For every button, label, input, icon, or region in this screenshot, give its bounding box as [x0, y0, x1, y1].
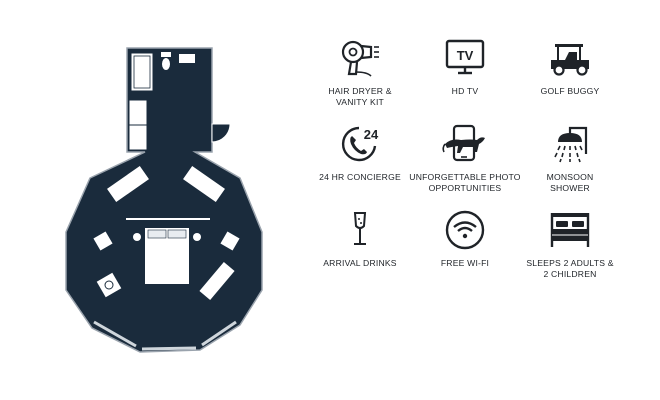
amenity-hair-dryer: HAIR DRYER & VANITY KIT [300, 38, 420, 108]
amenity-label: SLEEPS 2 ADULTS & 2 CHILDREN [526, 258, 614, 279]
amenity-photo: UNFORGETTABLE PHOTO OPPORTUNITIES [405, 124, 525, 194]
bathtub [130, 52, 154, 92]
daybed-left [107, 165, 149, 203]
floor-plan-body [65, 47, 263, 353]
chair-right [220, 231, 240, 251]
champagne-icon [353, 212, 367, 245]
amenity-label: UNFORGETTABLE PHOTO OPPORTUNITIES [409, 172, 521, 193]
amenity-label: FREE WI-FI [440, 258, 490, 268]
phone-leopard-icon [442, 124, 485, 162]
bed-icon [550, 213, 590, 247]
sink [179, 54, 195, 63]
amenity-drinks: ARRIVAL DRINKS [300, 210, 420, 269]
toilet [162, 58, 170, 70]
golf-buggy-icon [551, 44, 589, 76]
tv-icon: TV [445, 39, 485, 75]
amenity-label: HD TV [451, 86, 479, 96]
hair-dryer-icon [341, 40, 379, 77]
amenity-shower: MONSOON SHOWER [510, 124, 630, 194]
amenity-label: ARRIVAL DRINKS [323, 258, 397, 268]
concierge-24-text: 24 [364, 127, 379, 142]
amenity-sleeps: SLEEPS 2 ADULTS & 2 CHILDREN [510, 210, 630, 280]
amenity-wifi: FREE WI-FI [405, 210, 525, 269]
amenities-grid: HAIR DRYER & VANITY KIT TV HD TV GOLF BU… [300, 38, 640, 288]
floor-plan [65, 47, 263, 353]
side-table [96, 272, 122, 298]
wifi-icon [445, 210, 485, 250]
amenity-label: HAIR DRYER & VANITY KIT [328, 86, 392, 107]
amenity-label: GOLF BUGGY [540, 86, 600, 96]
daybed-right [183, 165, 225, 203]
concierge-24-icon: 24 [342, 126, 379, 162]
shower-icon [554, 126, 588, 163]
amenity-label: MONSOON SHOWER [546, 172, 594, 193]
amenity-golf-buggy: GOLF BUGGY [510, 38, 630, 97]
sideboard [199, 261, 235, 301]
amenity-concierge: 24 24 HR CONCIERGE [300, 124, 420, 183]
tv-icon-text: TV [457, 48, 474, 63]
door [211, 123, 231, 143]
chair-left [93, 231, 113, 251]
amenity-hd-tv: TV HD TV [405, 38, 525, 97]
amenity-label: 24 HR CONCIERGE [319, 172, 401, 182]
